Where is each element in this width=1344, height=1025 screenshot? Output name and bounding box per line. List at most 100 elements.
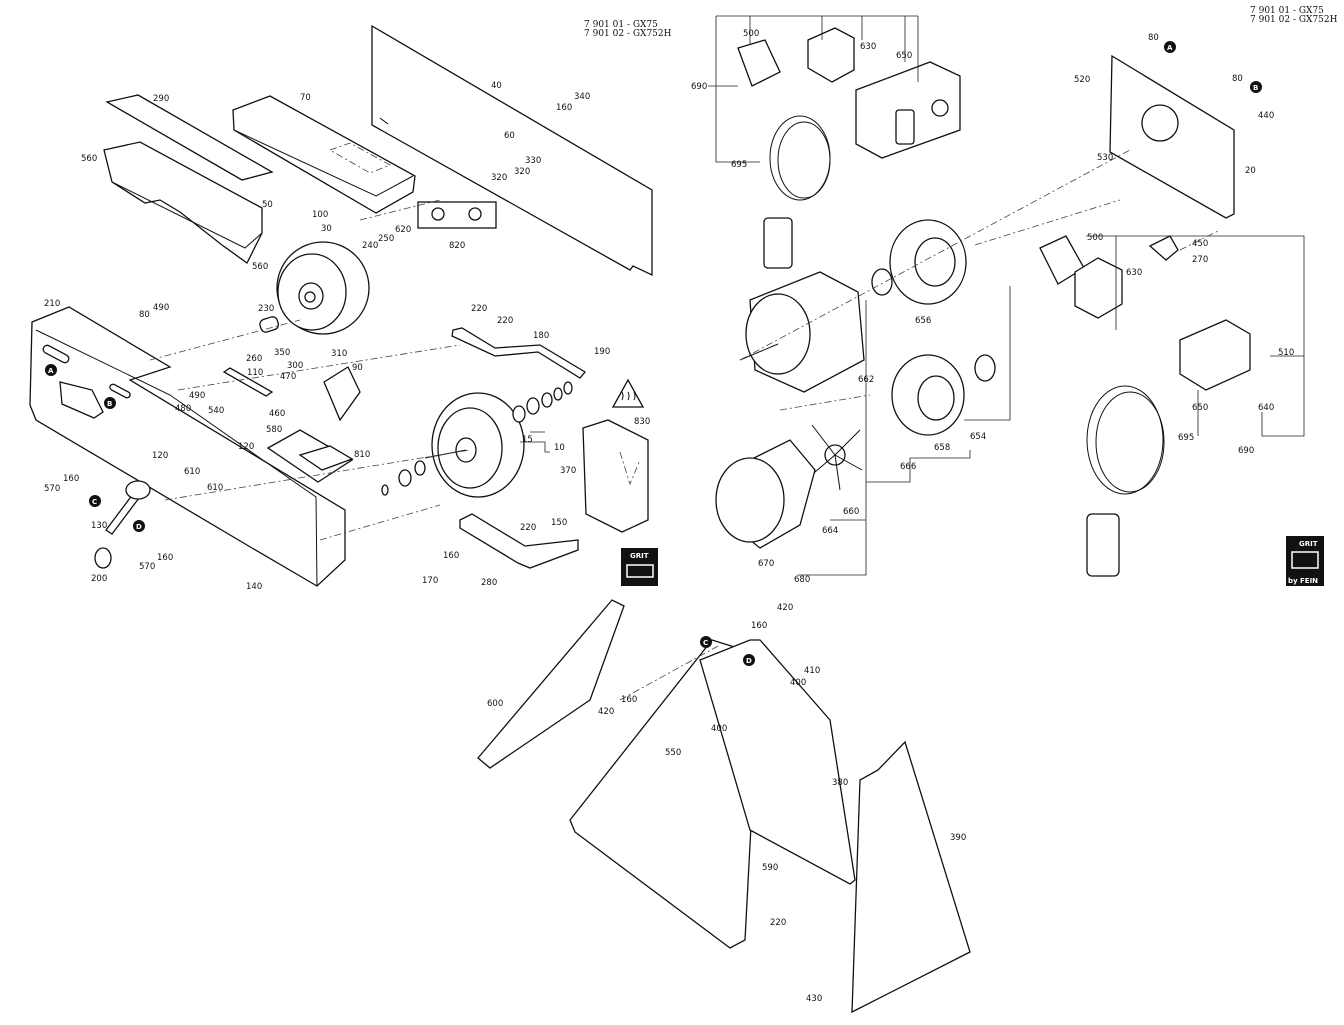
label-600: 600 [487, 699, 503, 709]
marker-a-left-text: A [48, 367, 54, 375]
model-header-left: 7 901 01 - GX75 7 901 02 - GX752H [584, 20, 672, 39]
label-540: 540 [208, 406, 224, 416]
marker-b-right: B [1250, 81, 1262, 93]
part-390-stand-panel [851, 740, 971, 1014]
part-110-shaft [222, 367, 274, 397]
part-820-detail [417, 201, 497, 229]
label-340: 340 [574, 92, 590, 102]
label-350: 350 [274, 348, 290, 358]
label-90: 90 [352, 363, 363, 373]
label-100: 100 [312, 210, 328, 220]
part-50-guard-edge [111, 181, 263, 249]
part-650-knob [931, 99, 949, 117]
label-820: 820 [449, 241, 465, 251]
label-660: 660 [843, 507, 859, 517]
part-500-gasket-top [737, 39, 781, 87]
label-160-f: 160 [621, 695, 637, 705]
grit-logo-right-subtext: by FEIN [1288, 577, 1318, 585]
label-280: 280 [481, 578, 497, 588]
label-270: 270 [1192, 255, 1208, 265]
part-600-stand-leg [477, 599, 625, 769]
label-60: 60 [504, 131, 515, 141]
part-210-slot-2 [109, 383, 131, 399]
part-20-hole [1141, 104, 1179, 142]
label-570-a: 570 [44, 484, 60, 494]
part-210-slot-1 [42, 344, 70, 364]
label-560-a: 560 [81, 154, 97, 164]
label-480: 480 [175, 404, 191, 414]
label-670: 670 [758, 559, 774, 569]
label-680: 680 [794, 575, 810, 585]
part-30-wheel [276, 241, 370, 335]
label-240: 240 [362, 241, 378, 251]
label-70: 70 [300, 93, 311, 103]
model-header-left-line2: 7 901 02 - GX752H [584, 29, 672, 39]
label-410: 410 [804, 666, 820, 676]
label-160-b: 160 [63, 474, 79, 484]
label-160-e: 160 [751, 621, 767, 631]
marker-c-left: C [89, 495, 101, 507]
label-654: 654 [970, 432, 986, 442]
label-80-c: 80 [139, 310, 150, 320]
label-664: 664 [822, 526, 838, 536]
part-670-fan-cover [715, 439, 816, 549]
label-500-b: 500 [1087, 233, 1103, 243]
label-695-b: 695 [1178, 433, 1194, 443]
label-160-d: 160 [443, 551, 459, 561]
label-290: 290 [153, 94, 169, 104]
part-695-cable-top [763, 115, 831, 269]
marker-d-stand-text: D [746, 657, 752, 665]
part-370-mark [619, 451, 641, 486]
part-650-switch [895, 109, 915, 145]
label-500-a: 500 [743, 29, 759, 39]
label-220-d: 220 [770, 918, 786, 928]
part-50-guard [103, 141, 263, 264]
label-130: 130 [91, 521, 107, 531]
label-200: 200 [91, 574, 107, 584]
part-210-housing-fold [35, 329, 318, 587]
label-662: 662 [858, 375, 874, 385]
label-30: 30 [321, 224, 332, 234]
label-15: 15 [522, 435, 533, 445]
label-110: 110 [247, 368, 263, 378]
label-620: 620 [395, 225, 411, 235]
label-40: 40 [491, 81, 502, 91]
marker-c-left-text: C [92, 498, 97, 506]
label-690-b: 690 [1238, 446, 1254, 456]
label-520: 520 [1074, 75, 1090, 85]
part-210-cutout [59, 381, 104, 419]
label-460: 460 [269, 409, 285, 419]
label-320-a: 320 [491, 173, 507, 183]
label-658: 658 [934, 443, 950, 453]
label-490-a: 490 [153, 303, 169, 313]
grit-logo-right: GRIT by FEIN [1286, 536, 1324, 586]
marker-b-left-text: B [107, 400, 112, 408]
grit-logo-left-text: GRIT [630, 552, 649, 560]
label-250: 250 [378, 234, 394, 244]
part-370-hood [582, 419, 649, 533]
label-160-c: 160 [157, 553, 173, 563]
part-bearing-top [871, 268, 893, 296]
label-380: 380 [832, 778, 848, 788]
part-630-box-right [1074, 257, 1123, 319]
part-40-tab [379, 117, 389, 125]
part-630-box-top [807, 27, 855, 83]
label-630-b: 630 [1126, 268, 1142, 278]
label-470: 470 [280, 372, 296, 382]
label-490-b: 490 [189, 391, 205, 401]
label-180: 180 [533, 331, 549, 341]
label-450: 450 [1192, 239, 1208, 249]
label-300: 300 [287, 361, 303, 371]
label-400-a: 400 [790, 678, 806, 688]
label-150: 150 [551, 518, 567, 528]
part-695-cable-right [1086, 385, 1165, 577]
part-labels: 20 30 40 50 60 70 80 80 80 90 100 110 12… [44, 29, 1294, 1004]
dash-lines [149, 149, 1221, 701]
label-260: 260 [246, 354, 262, 364]
label-400-b: 400 [711, 724, 727, 734]
marker-c-stand: C [700, 636, 712, 648]
model-header-right: 7 901 01 - GX75 7 901 02 - GX752H [1250, 6, 1338, 25]
model-header-right-line1: 7 901 01 - GX75 [1250, 6, 1324, 16]
